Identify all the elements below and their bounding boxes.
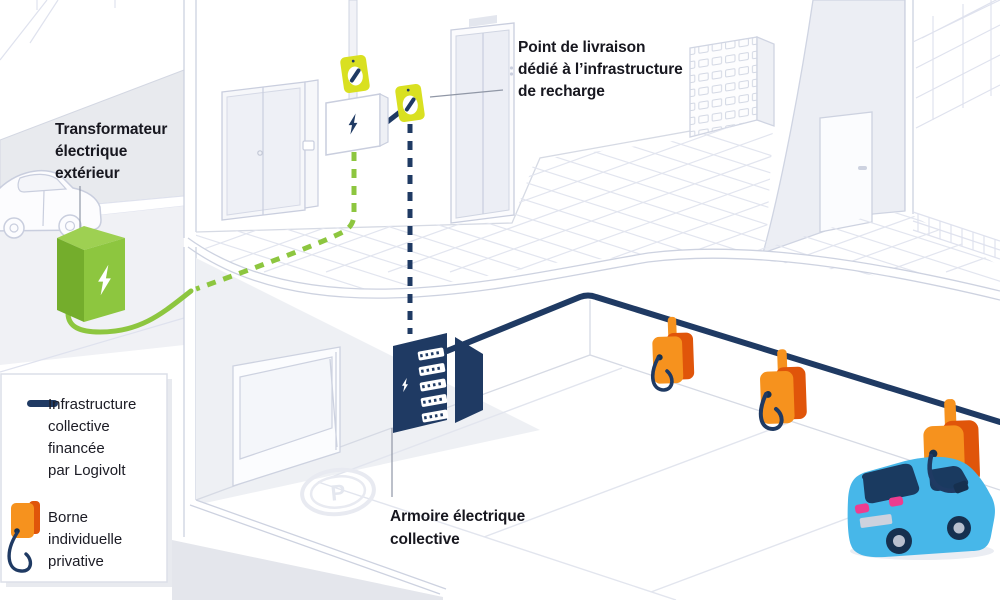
- navy-line-icon: [27, 400, 58, 407]
- wall-switch: [302, 140, 315, 151]
- right-wall-cut: [904, 0, 914, 214]
- transformer: [57, 226, 125, 322]
- car-wheel: [3, 217, 25, 239]
- meter-box-delivery-point: [395, 84, 425, 122]
- charging-cable-to-car: [927, 453, 961, 493]
- curb-line: [0, 317, 185, 373]
- garage-door: [232, 346, 341, 487]
- delivery-point-label: Point de livraison dédié à l’infrastruct…: [518, 39, 683, 100]
- svg-text:Point de livraison: Point de livraison: [518, 39, 645, 56]
- svg-text:privative: privative: [48, 553, 104, 570]
- collective-line: [444, 292, 1000, 425]
- svg-text:collective: collective: [390, 531, 460, 548]
- parking-letter: P: [329, 479, 346, 505]
- legend-item-collective-line: Infrastructure collective financée par L…: [27, 396, 136, 479]
- car-taillight: [888, 496, 904, 507]
- svg-text:Borne: Borne: [48, 509, 88, 526]
- hall-wall-base: [195, 118, 758, 233]
- parking-symbol: P: [300, 467, 376, 517]
- breaker-rows: [417, 347, 449, 423]
- svg-text:Armoire électrique: Armoire électrique: [390, 508, 526, 525]
- svg-text:électrique: électrique: [55, 143, 128, 160]
- supply-cable-solid: [65, 288, 194, 335]
- door-handle: [858, 166, 867, 170]
- svg-text:dédié à l’infrastructure: dédié à l’infrastructure: [518, 61, 683, 78]
- svg-text:par Logivolt: par Logivolt: [48, 462, 126, 479]
- ground-floor-hall: [195, 0, 1000, 260]
- slab-edge: [187, 237, 1000, 301]
- ramp-railing: [912, 211, 1000, 260]
- legend: Infrastructure collective financée par L…: [0, 373, 172, 587]
- meter-box-1: [340, 55, 370, 93]
- license-plate: [859, 514, 893, 528]
- electric-car: [847, 453, 995, 560]
- transformer-label: Transformateur électrique extérieur: [55, 121, 167, 182]
- facade-lines: [0, 0, 116, 61]
- svg-text:collective: collective: [48, 418, 110, 435]
- elevator: [450, 15, 515, 224]
- charging-station-icon: [7, 501, 40, 573]
- charging-plug: [953, 480, 969, 494]
- door-knob: [257, 150, 263, 156]
- exterior-car: [0, 169, 102, 239]
- electrical-cabinet: [393, 333, 483, 433]
- charging-cable-loop: [758, 392, 784, 432]
- diagram-labels: Transformateur électrique extérieur Poin…: [55, 39, 683, 548]
- supply-cable-dashed: [195, 152, 357, 292]
- building-cut-edge: [183, 0, 197, 238]
- elevator-indicator-icon: [509, 66, 514, 70]
- car-body: [847, 456, 995, 558]
- svg-text:de recharge: de recharge: [518, 83, 605, 100]
- electrical-network: [57, 0, 1000, 490]
- delivery-point-callout: [429, 89, 504, 98]
- basement: P: [172, 247, 1000, 600]
- charging-cable-loop: [650, 356, 674, 392]
- car-rear-window: [862, 463, 920, 504]
- parking-bay-lines: [317, 367, 956, 600]
- callout-lines: [79, 89, 504, 497]
- exterior-shadow: [172, 540, 443, 600]
- storage-rack-wireframe: [912, 0, 1000, 129]
- hall-double-door: [221, 79, 319, 221]
- car-taillight: [854, 503, 870, 514]
- elevator-indicator-icon: [509, 72, 514, 76]
- cabinet-label: Armoire électrique collective: [390, 508, 526, 548]
- main-meter-box: [325, 93, 389, 156]
- svg-text:Transformateur: Transformateur: [55, 121, 167, 138]
- basement-front-cut: [172, 499, 447, 600]
- curved-wall: [762, 0, 906, 255]
- svg-text:individuelle: individuelle: [48, 531, 122, 548]
- basement-access-door: [819, 111, 873, 233]
- svg-text:extérieur: extérieur: [55, 165, 120, 182]
- legend-box: [0, 373, 168, 583]
- svg-text:financée: financée: [48, 440, 105, 457]
- svg-text:Infrastructure: Infrastructure: [48, 396, 136, 413]
- mailboxes: [689, 36, 775, 138]
- legend-item-private-station: Borne individuelle privative: [7, 501, 122, 573]
